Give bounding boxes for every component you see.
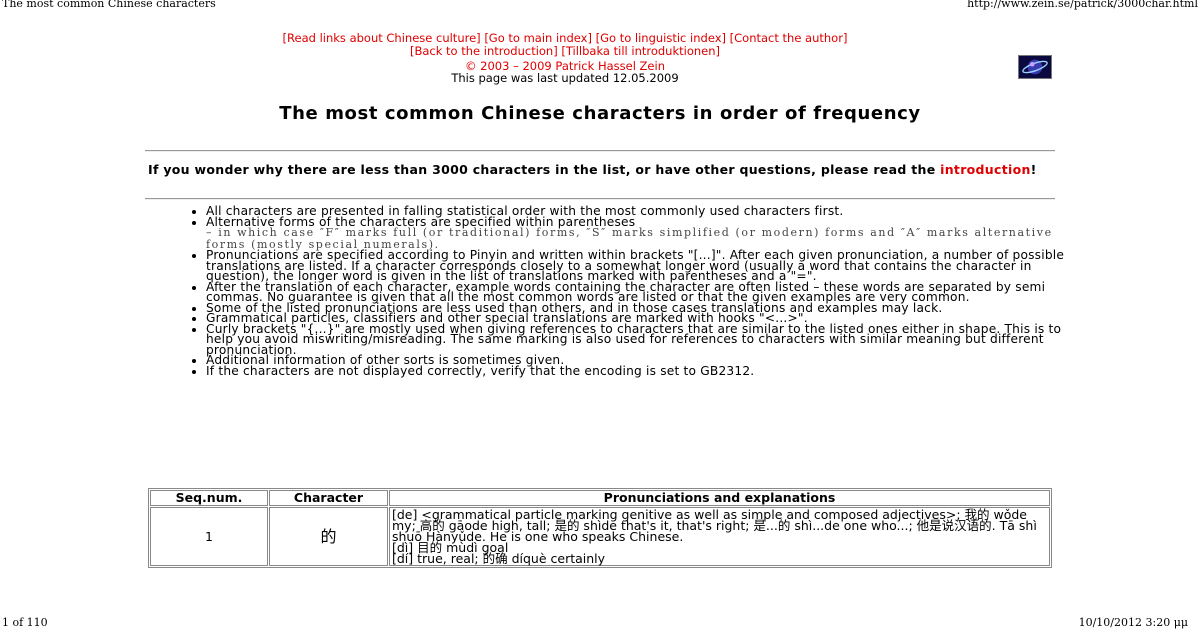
introduction-link[interactable]: introduction [940,162,1031,177]
list-item: Grammatical particles, classifiers and o… [206,312,1076,324]
copyright-block: © 2003 – 2009 Patrick Hassel Zein This p… [390,60,740,84]
link-contact-author[interactable]: [Contact the author] [729,31,848,45]
nav-links: [Read links about Chinese culture] [Go t… [140,32,990,58]
col-explanations: Pronunciations and explanations [389,490,1050,506]
link-linguistic-index[interactable]: [Go to linguistic index] [595,31,726,45]
list-item: All characters are presented in falling … [206,205,1076,217]
copyright-line: © 2003 – 2009 Patrick Hassel Zein [465,59,665,73]
pronunciation-di2: [dí] true, real; 的确 díquè certainly [392,551,606,566]
table-row: 1 的 [de] <grammatical particle marking g… [150,507,1050,566]
divider-bottom [145,198,1055,200]
list-item-text: Alternative forms of the characters are … [206,214,636,229]
link-chinese-culture[interactable]: [Read links about Chinese culture] [282,31,481,45]
pronunciation-di4: [dì] 目的 mùdì goal [392,540,509,555]
last-updated: This page was last updated 12.05.2009 [451,71,679,85]
intro-note: If you wonder why there are less than 30… [148,163,1058,176]
list-item: If the characters are not displayed corr… [206,365,1076,377]
print-header: The most common Chinese characters http:… [0,0,1200,12]
explanation-cell: [de] <grammatical particle marking genit… [389,507,1050,566]
seq-num-cell: 1 [150,507,268,566]
print-datetime: 10/10/2012 3:20 μμ [1078,616,1188,629]
list-item: Alternative forms of the characters are … [206,214,1076,251]
list-item: Additional information of other sorts is… [206,354,1076,366]
list-item: Pronunciations are specified according t… [206,249,1076,282]
print-footer: 1 of 110 10/10/2012 3:20 μμ [0,616,1200,630]
table-header-row: Seq.num. Character Pronunciations and ex… [150,490,1050,506]
print-header-title: The most common Chinese characters [2,0,216,10]
characters-table: Seq.num. Character Pronunciations and ex… [148,488,1052,568]
page-title: The most common Chinese characters in or… [279,103,921,124]
col-character: Character [269,490,388,506]
pronunciation-de: [de] <grammatical particle marking genit… [392,507,1037,544]
link-main-index[interactable]: [Go to main index] [484,31,592,45]
print-header-url: http://www.zein.se/patrick/3000char.html [967,0,1198,10]
conventions-list: All characters are presented in falling … [188,205,1076,377]
character-cell: 的 [269,507,388,566]
page-count: 1 of 110 [2,616,48,629]
intro-end: ! [1030,162,1037,177]
list-item-note: – in which case ″F″ marks full (or tradi… [206,226,1053,251]
link-back-introduction[interactable]: [Back to the introduction] [409,44,558,58]
divider-top [145,150,1055,152]
col-seq-num: Seq.num. [150,490,268,506]
list-item: After the translation of each character,… [206,280,1076,303]
list-item: Some of the listed pronunciations are le… [206,302,1076,314]
intro-text: If you wonder why there are less than 30… [148,162,941,177]
site-logo-icon[interactable] [1018,55,1052,79]
list-item: Curly brackets "{...}" are mostly used w… [206,322,1076,355]
link-tillbaka-introduktionen[interactable]: [Tillbaka till introduktionen] [561,44,721,58]
